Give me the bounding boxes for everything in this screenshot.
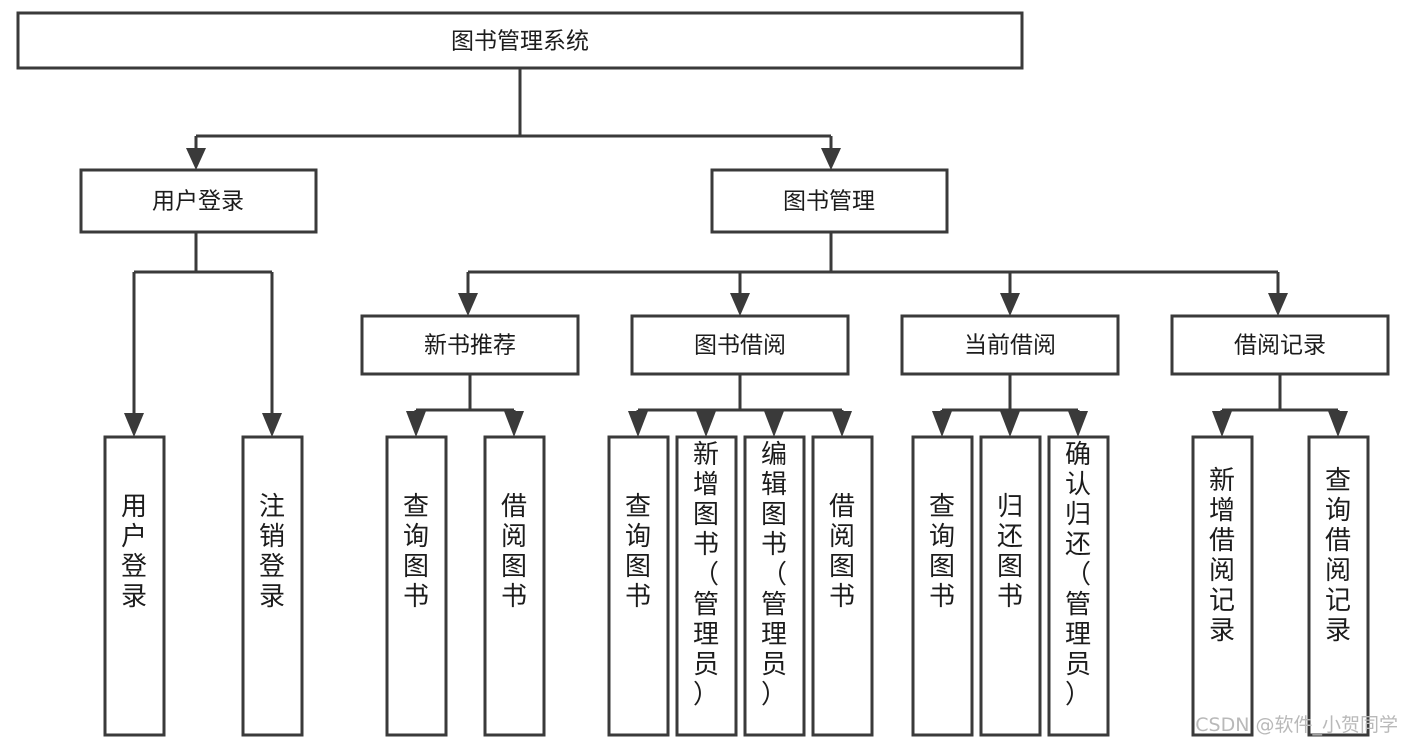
node-leaf-borrow-book-2[interactable]: 借阅图书 — [811, 435, 874, 737]
arrow-head-leaf-query-book-2 — [628, 411, 648, 437]
arrow-head-leaf-add-book — [696, 411, 716, 437]
node-book-borrow-label: 图书借阅 — [694, 333, 786, 359]
node-leaf-edit-book[interactable]: 编辑图书（管理员） — [743, 435, 806, 737]
node-leaf-add-record[interactable]: 新增借阅记录 — [1191, 435, 1254, 737]
watermark-label: CSDN @软件_小贺同学 — [1195, 714, 1398, 736]
node-book-borrow[interactable]: 图书借阅 — [630, 314, 850, 376]
node-root-label: 图书管理系统 — [451, 29, 589, 55]
node-leaf-user-login-box[interactable] — [103, 435, 166, 737]
node-leaf-user-logout-box[interactable] — [241, 435, 304, 737]
node-borrow-record[interactable]: 借阅记录 — [1170, 314, 1390, 376]
node-book-management-box[interactable] — [710, 168, 949, 234]
node-book-management-label: 图书管理 — [783, 189, 875, 215]
node-leaf-user-logout[interactable]: 注销登录 — [241, 435, 304, 737]
arrow-head-user-login — [186, 148, 206, 170]
arrow-head-leaf-borrow-book-1 — [504, 411, 524, 437]
node-leaf-query-book-3-box[interactable] — [911, 435, 974, 737]
arrow-head-leaf-query-book-1 — [406, 411, 426, 437]
node-user-login-label: 用户登录 — [152, 189, 244, 215]
node-leaf-query-book-1[interactable]: 查询图书 — [385, 435, 448, 737]
node-leaf-confirm-return[interactable]: 确认归还（管理员） — [1047, 435, 1110, 737]
node-leaf-user-logout-label: 注销登录 — [259, 492, 285, 612]
arrow-head-borrow-record — [1268, 293, 1288, 316]
node-leaf-add-book-label: 新增图书（管理员） — [693, 440, 719, 710]
node-leaf-query-book-1-box[interactable] — [385, 435, 448, 737]
node-leaf-borrow-book-2-box[interactable] — [811, 435, 874, 737]
node-leaf-query-record[interactable]: 查询借阅记录 — [1307, 435, 1370, 737]
node-leaf-query-book-2-box[interactable] — [607, 435, 670, 737]
arrow-head-leaf-user-logout — [262, 413, 282, 437]
node-current-borrow-box[interactable] — [900, 314, 1120, 376]
node-leaf-add-book-box[interactable] — [675, 435, 738, 737]
node-leaf-add-record-box[interactable] — [1191, 435, 1254, 737]
node-leaf-user-login[interactable]: 用户登录 — [103, 435, 166, 737]
node-leaf-borrow-book-1-label: 借阅图书 — [501, 492, 527, 612]
node-leaf-add-book[interactable]: 新增图书（管理员） — [675, 435, 738, 737]
node-user-login-box[interactable] — [79, 168, 318, 234]
node-user-login[interactable]: 用户登录 — [79, 168, 318, 234]
node-leaf-query-book-2-label: 查询图书 — [625, 492, 651, 612]
node-leaf-borrow-book-1-box[interactable] — [483, 435, 546, 737]
node-borrow-record-label: 借阅记录 — [1234, 333, 1326, 359]
node-leaf-edit-book-box[interactable] — [743, 435, 806, 737]
node-new-book-recommend-box[interactable] — [360, 314, 580, 376]
node-leaf-add-record-label: 新增借阅记录 — [1209, 466, 1235, 646]
node-root[interactable]: 图书管理系统 — [16, 11, 1024, 70]
arrow-head-current-borrow — [1000, 293, 1020, 316]
arrow-head-leaf-borrow-book-2 — [832, 411, 852, 437]
node-leaf-query-record-box[interactable] — [1307, 435, 1370, 737]
node-leaf-query-record-label: 查询借阅记录 — [1325, 466, 1351, 646]
node-leaf-return-book-box[interactable] — [979, 435, 1042, 737]
arrow-head-leaf-add-record — [1212, 411, 1232, 437]
node-borrow-record-box[interactable] — [1170, 314, 1390, 376]
arrow-head-leaf-edit-book — [764, 411, 784, 437]
node-leaf-return-book-label: 归还图书 — [997, 492, 1023, 612]
arrow-head-book-management — [821, 148, 841, 170]
arrow-head-book-borrow — [730, 293, 750, 316]
node-leaf-borrow-book-1[interactable]: 借阅图书 — [483, 435, 546, 737]
node-leaf-query-book-2[interactable]: 查询图书 — [607, 435, 670, 737]
node-leaf-query-book-3-label: 查询图书 — [929, 492, 955, 612]
arrow-head-leaf-user-login — [124, 413, 144, 437]
node-leaf-borrow-book-2-label: 借阅图书 — [829, 492, 855, 612]
arrow-head-leaf-query-record — [1328, 411, 1348, 437]
node-current-borrow[interactable]: 当前借阅 — [900, 314, 1120, 376]
node-new-book-recommend[interactable]: 新书推荐 — [360, 314, 580, 376]
node-leaf-query-book-3[interactable]: 查询图书 — [911, 435, 974, 737]
connector-layer — [124, 68, 1348, 437]
node-book-management[interactable]: 图书管理 — [710, 168, 949, 234]
arrow-head-new-book-recommend — [458, 293, 478, 316]
node-current-borrow-label: 当前借阅 — [964, 333, 1056, 359]
node-new-book-recommend-label: 新书推荐 — [424, 333, 516, 359]
node-leaf-return-book[interactable]: 归还图书 — [979, 435, 1042, 737]
arrow-head-leaf-query-book-3 — [932, 411, 952, 437]
node-leaf-confirm-return-box[interactable] — [1047, 435, 1110, 737]
node-root-box[interactable] — [16, 11, 1024, 70]
arrow-head-leaf-confirm-return — [1068, 411, 1088, 437]
arrow-head-leaf-return-book — [1000, 411, 1020, 437]
node-leaf-user-login-label: 用户登录 — [121, 492, 147, 612]
node-leaf-query-book-1-label: 查询图书 — [403, 492, 429, 612]
node-book-borrow-box[interactable] — [630, 314, 850, 376]
node-leaf-edit-book-label: 编辑图书（管理员） — [761, 440, 787, 710]
node-leaf-confirm-return-label: 确认归还（管理员） — [1065, 440, 1091, 710]
